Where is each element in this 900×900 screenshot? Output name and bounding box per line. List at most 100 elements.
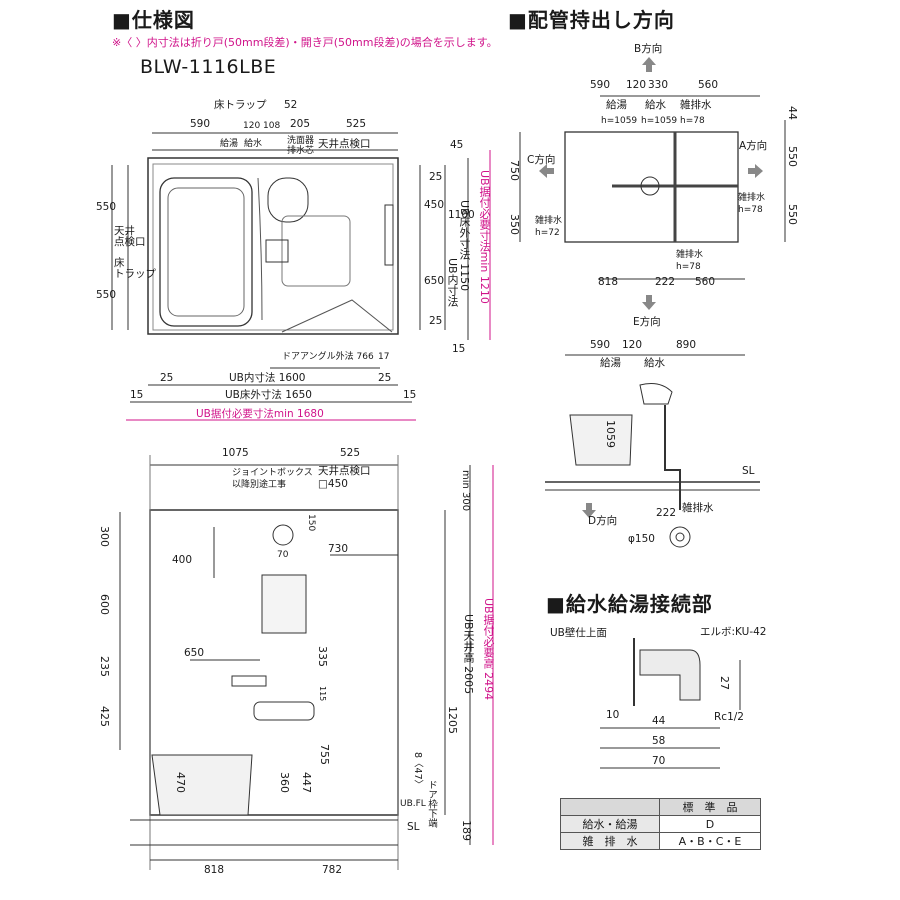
dim-235: 235 (98, 656, 111, 677)
pipe-dim-550-b: 550 (786, 204, 799, 225)
side-15-left: 15 (130, 389, 144, 401)
dim-470: 470 (174, 772, 187, 793)
section-dim-590: 590 (590, 339, 611, 351)
pipe-dim-560-b: 560 (695, 276, 716, 288)
connection-title: ■給水給湯接続部 (546, 592, 713, 616)
elevation-tub (151, 754, 253, 816)
ub-inner-bottom: UB内寸法 1600 (229, 372, 306, 384)
elev-hatch-label: 天井点検口 (318, 465, 371, 477)
side-15-right: 15 (403, 389, 417, 401)
table-header: 標 準 品 (659, 798, 761, 816)
pipe-dim-560: 560 (698, 79, 719, 91)
dim-70: 70 (277, 550, 289, 560)
conn-dim-44: 44 (652, 715, 666, 727)
pipe-cold-height: h=1059 (641, 116, 678, 126)
dim-52: 52 (284, 99, 298, 111)
left-ceiling-label: 天井 (114, 225, 135, 237)
ub-ceiling-height: UB天井高 2005 (462, 614, 475, 695)
conn-dim-70: 70 (652, 755, 666, 767)
section-cold: 給水 (644, 357, 665, 369)
note-text: ※〈 〉内寸法は折り戸(50mm段差)・開き戸(50mm段差)の場合を示します。 (112, 36, 498, 49)
plan-inner (152, 163, 394, 331)
dim-550-bottom: 550 (96, 289, 117, 301)
ub-fl-label: UB.FL (400, 799, 426, 809)
dim-525: 525 (346, 118, 367, 130)
table-row-label: 雑 排 水 (560, 832, 660, 850)
pipe-drain-bottom-label: 雑排水 (676, 250, 704, 260)
door-angle-label: ドアアングル外法 766 (282, 352, 374, 362)
drain-center-label: 排水芯 (287, 146, 315, 156)
spec-title: ■仕様図 (112, 8, 195, 32)
dim-425: 425 (98, 706, 111, 727)
pipe-dim-120: 120 (626, 79, 647, 91)
dim-335: 335 (316, 646, 329, 667)
table-row-value: A・B・C・E (659, 832, 761, 850)
floor-trap-label: 床トラップ (214, 99, 267, 111)
pipe-hot-label: 給湯 (606, 99, 627, 111)
model-number: BLW-1116LBE (140, 56, 277, 78)
table-row: 給水・給湯 D (560, 815, 761, 833)
dim-450: 450 (424, 199, 445, 211)
door-offset-17: 17 (378, 352, 390, 362)
sl-label-elev: SL (407, 821, 420, 833)
basin-label: 洗面器 (287, 136, 315, 146)
dim-818-elev: 818 (204, 864, 225, 876)
ub-install-height: UB据付必要高 2494 (482, 598, 495, 701)
pipe-dim-818: 818 (598, 276, 619, 288)
dim-600: 600 (98, 594, 111, 615)
pipe-drain-bottom-height: h=78 (676, 262, 701, 272)
plan-tub (159, 177, 253, 327)
dim-1075: 1075 (222, 447, 249, 459)
conn-dim-27: 27 (718, 676, 731, 690)
dim-755: 755 (318, 744, 331, 765)
pipe-drain-right-label: 雑排水 (738, 193, 766, 203)
conn-dim-10: 10 (606, 709, 620, 721)
elbow-label: エルボ:KU-42 (700, 626, 767, 638)
ceiling-hatch-label: 天井点検口 (318, 138, 371, 150)
section-1059: 1059 (604, 420, 617, 448)
plan-ceiling-hatch (281, 215, 351, 287)
dim-300: 300 (98, 526, 111, 547)
a-direction: A方向 (739, 140, 768, 152)
dim-45: 45 (450, 139, 464, 151)
dim-108: 108 (263, 121, 281, 131)
dim-25-bottom: 25 (429, 315, 443, 327)
dim-590: 590 (190, 118, 211, 130)
left-trap-label: トラップ (114, 268, 156, 280)
dim-400: 400 (172, 554, 193, 566)
plan-floor-trap (265, 239, 289, 263)
dim-189: 189 (460, 820, 473, 841)
pipe-dim-590: 590 (590, 79, 611, 91)
plan-outer (147, 157, 399, 335)
dim-205: 205 (290, 118, 311, 130)
piping-title: ■配管持出し方向 (508, 8, 675, 32)
section-dim-120: 120 (622, 339, 643, 351)
dim-8-47: 8〈47〉 (412, 752, 423, 790)
pipe-dim-222: 222 (655, 276, 676, 288)
elevation-basin (253, 701, 315, 721)
section-222: 222 (656, 507, 677, 519)
dim-550-top: 550 (96, 201, 117, 213)
dim-650: 650 (424, 275, 445, 287)
section-phi150: φ150 (628, 533, 655, 545)
pipe-drain-left-height: h=72 (535, 228, 560, 238)
pipe-dim-44: 44 (786, 106, 799, 120)
left-floor-label: 床 (114, 257, 125, 269)
standard-table: 標 準 品 給水・給湯 D 雑 排 水 A・B・C・E (560, 798, 761, 850)
separate-work-label: 以降別途工事 (232, 480, 287, 490)
ub-install-vertical: UB据付必要寸法min 1210 (478, 170, 491, 304)
dim-360: 360 (278, 772, 291, 793)
section-sl: SL (742, 465, 755, 477)
pipe-drain-top-label: 雑排水 (680, 99, 712, 111)
table-row-label: 給水・給湯 (560, 815, 660, 833)
table-row: 雑 排 水 A・B・C・E (560, 832, 761, 850)
thread-label: Rc1/2 (714, 711, 744, 723)
b-direction: B方向 (634, 43, 663, 55)
joint-box-label: ジョイントボックス (232, 468, 313, 478)
dim-447: 447 (300, 772, 313, 793)
e-direction: E方向 (633, 316, 661, 328)
side-25-left: 25 (160, 372, 174, 384)
pipe-cold-label: 給水 (645, 99, 666, 111)
dim-782: 782 (322, 864, 343, 876)
